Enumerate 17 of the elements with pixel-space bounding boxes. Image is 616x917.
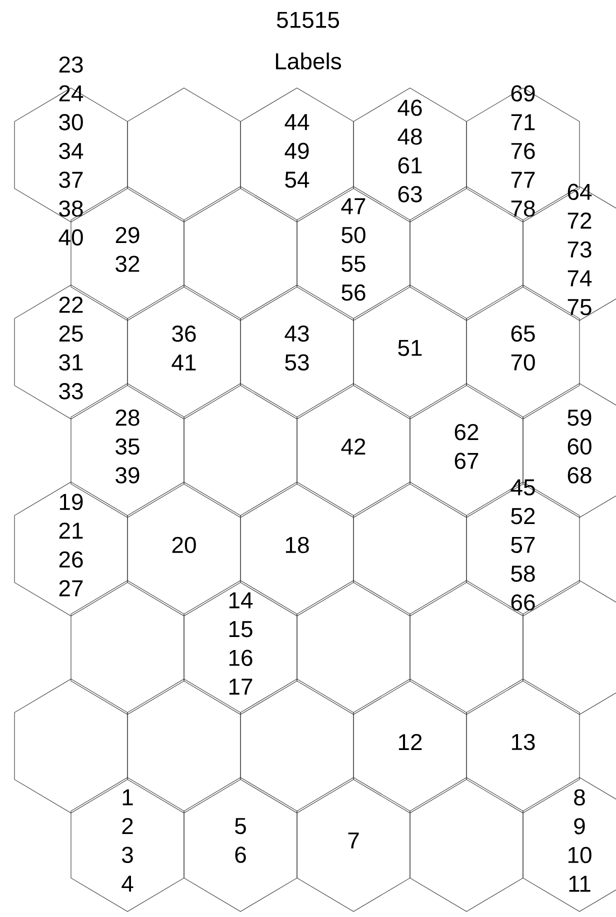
hexagon-cell: 42 [296, 383, 410, 518]
empty-hexagon-cell [184, 383, 298, 518]
hexagon-cell: 1 2 3 4 [70, 777, 184, 912]
hexagon-cell: 14 15 16 17 [184, 580, 298, 715]
hexagon-cell: 5 6 [184, 777, 298, 912]
subtitle: Labels [276, 52, 342, 70]
empty-hexagon-cell [127, 88, 241, 222]
title: 51515 [276, 12, 339, 28]
hexagon-cell: 12 [353, 678, 467, 814]
empty-hexagon-cell [410, 777, 524, 912]
node-label: 40 [58, 229, 83, 246]
empty-hexagon-cell [353, 482, 467, 616]
node-label: 23 [59, 56, 83, 73]
empty-hexagon-cell [184, 186, 298, 321]
empty-hexagon-cell [296, 580, 410, 715]
hexagon-cell: 8 9 10 11 [522, 777, 616, 912]
hexagon-cell: 7 [296, 777, 410, 912]
